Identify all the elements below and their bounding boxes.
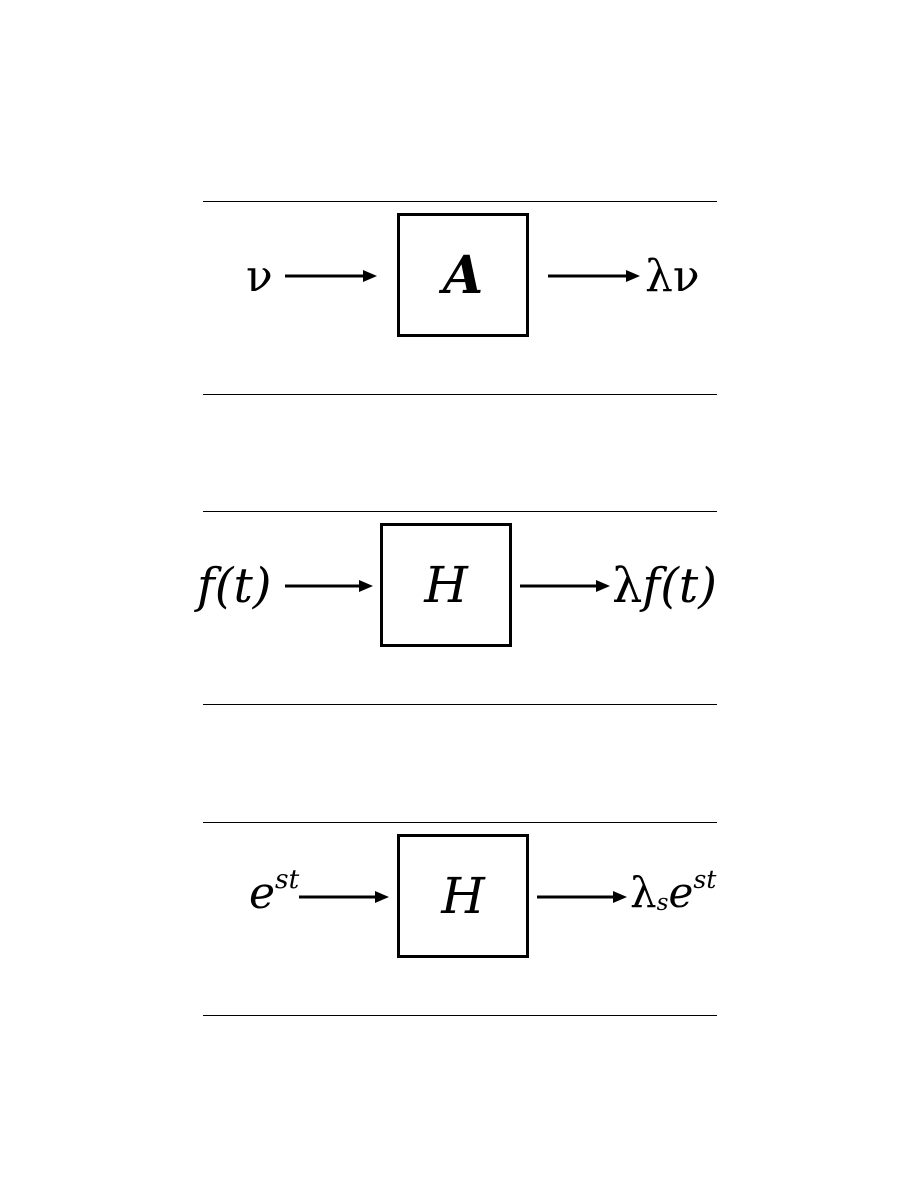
panel-3-block: H [397,834,529,958]
panel-2-top-rule [203,511,717,512]
panel-1-block-label: A [442,244,484,306]
panel-3-output-subscript: s [656,890,669,917]
panel-1-top-rule [203,201,717,202]
panel-2-output-coef: λ [612,558,643,614]
panel-3-input-arrow [299,891,389,903]
panel-2-block: H [380,523,512,647]
panel-2-bottom-rule [203,704,717,705]
panel-1-output-arrow [548,270,640,282]
panel-1-output-body: ν [672,251,700,302]
panel-3-output: λsest [630,867,716,917]
panel-2-output: λf(t) [612,562,717,610]
panel-1-block: A [397,213,529,337]
panel-3-bottom-rule [203,1015,717,1016]
panel-3-top-rule [203,822,717,823]
panel-2-input: f(t) [197,558,272,614]
panel-3-output-exponent: st [693,865,717,895]
panel-3-output-arrow [537,891,627,903]
panel-3-input: est [249,867,299,916]
panel-3-input-base: e [249,868,276,919]
panel-1-output: λν [645,255,700,299]
panel-2-input-arrow [285,580,373,592]
panel-1-input: ν [246,251,273,302]
panel-2-output-arrow [520,580,610,592]
panel-1-input-arrow [285,270,377,282]
panel-2-output-body: f(t) [642,558,717,614]
panel-3-block-label: H [441,867,485,925]
panel-1-output-coef: λ [645,251,673,302]
panel-1-bottom-rule [203,394,717,395]
panel-3-input-exponent: st [275,864,300,896]
panel-3-output-coef: λ [630,868,657,917]
panel-2-block-label: H [424,556,468,614]
panel-3-output-base: e [668,868,694,917]
